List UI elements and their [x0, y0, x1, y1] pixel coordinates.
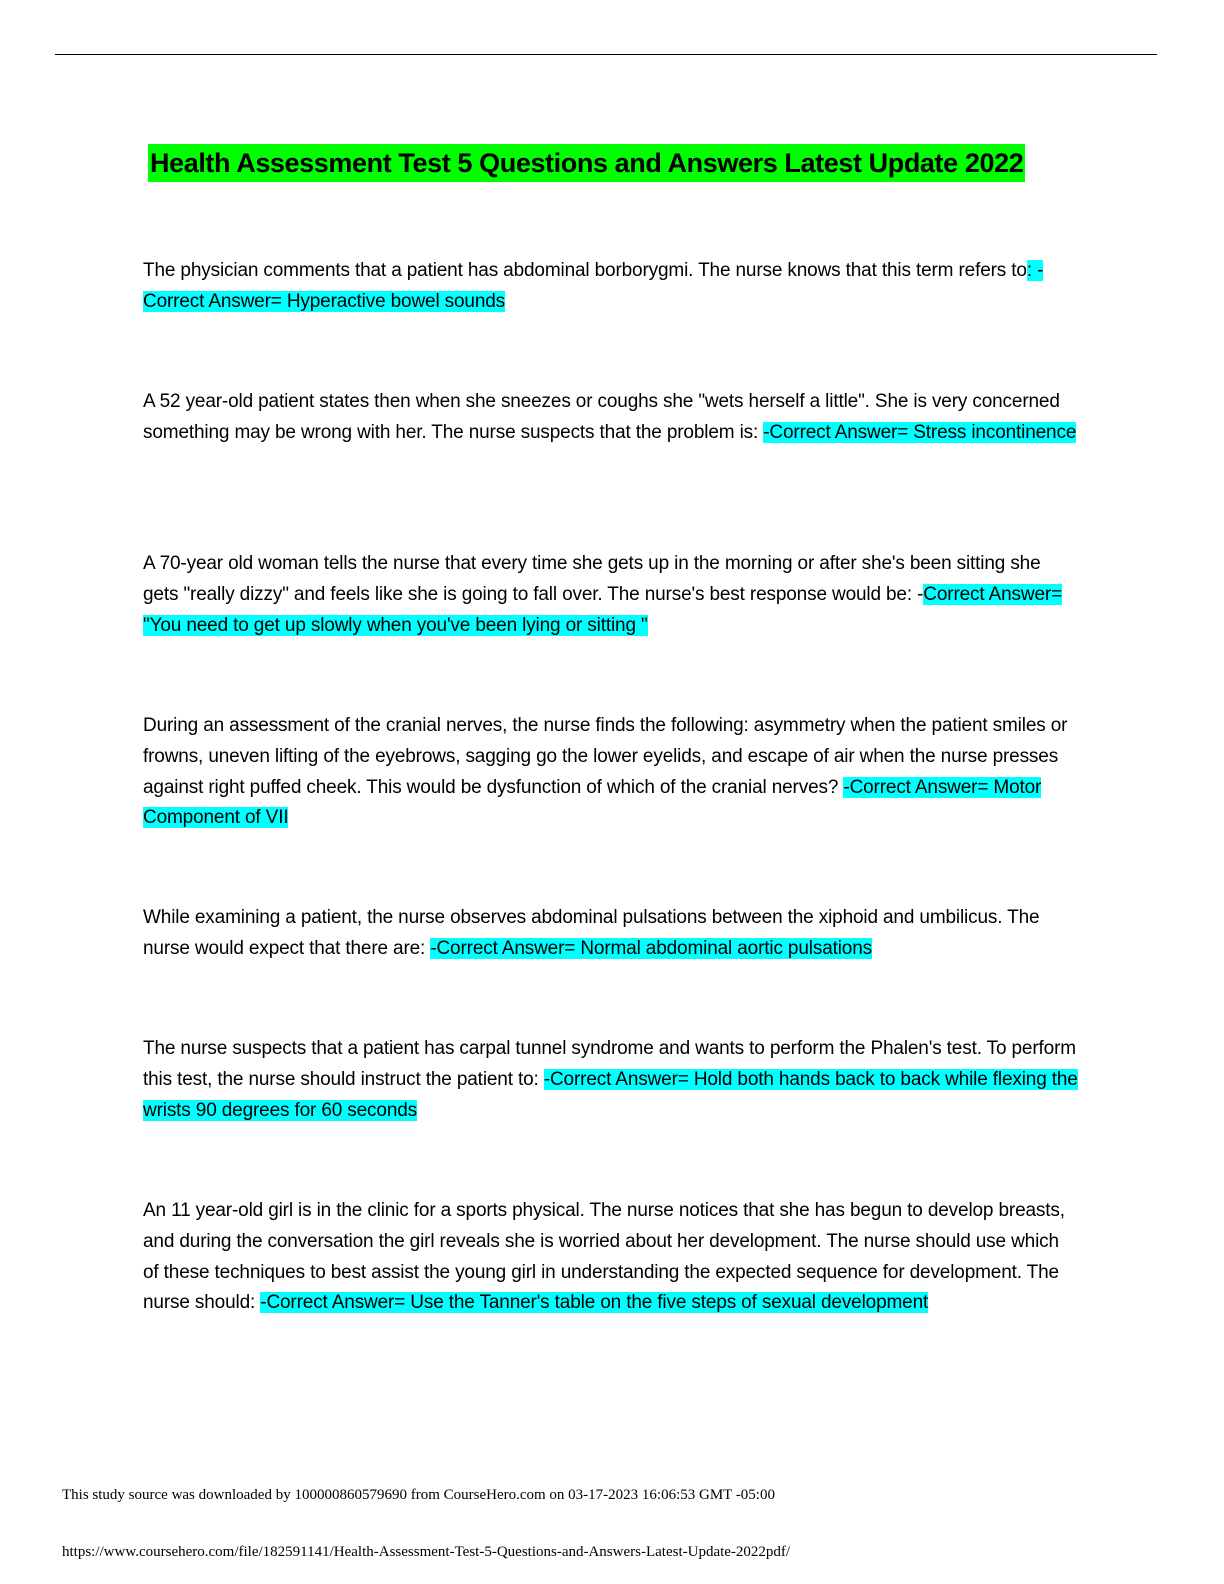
question-text: The physician comments that a patient ha…: [143, 260, 1027, 281]
qa-item-2: A 52 year-old patient states then when s…: [143, 387, 1078, 449]
question-text: A 70-year old woman tells the nurse that…: [143, 553, 1041, 605]
source-url: https://www.coursehero.com/file/18259114…: [62, 1544, 791, 1560]
document-title: Health Assessment Test 5 Questions and A…: [148, 144, 1026, 182]
question-text: A 52 year-old patient states then when s…: [143, 391, 1060, 443]
question-text: While examining a patient, the nurse obs…: [143, 907, 1040, 959]
answer-text: -Correct Answer= Stress incontinence: [763, 421, 1077, 443]
question-text: An 11 year-old girl is in the clinic for…: [143, 1200, 1065, 1314]
qa-item-4: During an assessment of the cranial nerv…: [143, 711, 1078, 834]
answer-text: -Correct Answer= Normal abdominal aortic…: [430, 937, 872, 959]
answer-text: -Correct Answer= Use the Tanner's table …: [260, 1292, 929, 1314]
question-text: During an assessment of the cranial nerv…: [143, 715, 1068, 798]
qa-item-7: An 11 year-old girl is in the clinic for…: [143, 1196, 1078, 1319]
download-source-note: This study source was downloaded by 1000…: [62, 1487, 775, 1503]
qa-item-6: The nurse suspects that a patient has ca…: [143, 1034, 1078, 1126]
qa-item-3: A 70-year old woman tells the nurse that…: [143, 549, 1078, 641]
header-rule: [55, 54, 1157, 55]
qa-item-1: The physician comments that a patient ha…: [143, 256, 1078, 318]
qa-item-5: While examining a patient, the nurse obs…: [143, 903, 1078, 965]
question-text: The nurse suspects that a patient has ca…: [143, 1038, 1076, 1090]
